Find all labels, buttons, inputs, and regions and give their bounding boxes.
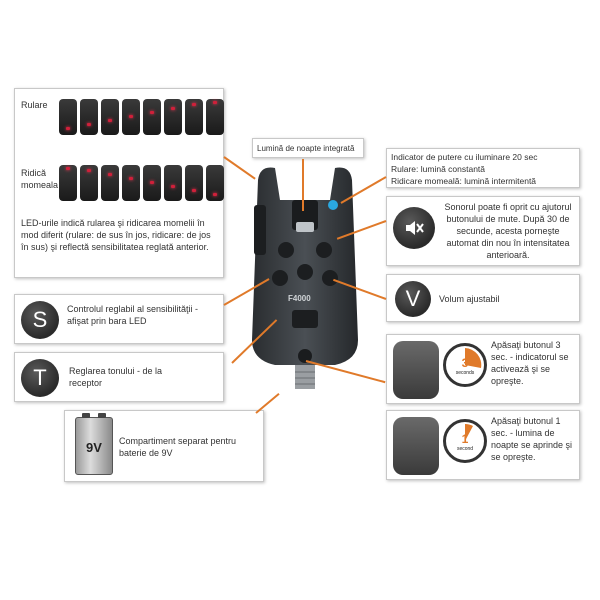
volume-info-box: V Volum ajustabil — [386, 274, 580, 322]
timer-3sec-icon: 3 seconds — [443, 343, 487, 387]
led-strip-rulare — [59, 99, 224, 135]
sensitivity-text: Controlul reglabil al sensibilităţii - a… — [67, 304, 199, 326]
volume-text: Volum ajustabil — [439, 294, 500, 304]
power-line-2: Rulare: lumină constantă — [391, 164, 486, 174]
sensitivity-info-box: S Controlul reglabil al sensibilităţii -… — [14, 294, 224, 344]
press-3sec-text: Apăsaţi butonul 3 sec. - indicatorul se … — [491, 340, 569, 386]
label-rulare: Rulare — [21, 100, 48, 110]
mute-text: Sonorul poate fi oprit cu ajutorul buton… — [444, 202, 572, 260]
power-indicator-box: Indicator de putere cu iluminare 20 sec … — [386, 148, 580, 188]
battery-label: 9V — [86, 440, 102, 455]
led-description: LED-urile indică rularea şi ridicarea mo… — [21, 218, 211, 252]
tone-info-box: T Reglarea tonului - de la receptor — [14, 352, 224, 402]
volume-v-icon: V — [395, 281, 431, 317]
press-3sec-box: 3 seconds Apăsaţi butonul 3 sec. - indic… — [386, 334, 580, 404]
device-model-label: F4000 — [288, 294, 311, 303]
label-ridicare: Ridică momeala — [21, 168, 59, 190]
power-line-1: Indicator de putere cu iluminare 20 sec — [391, 152, 538, 162]
hand-press-icon-2 — [393, 417, 439, 475]
press-1sec-text: Apăsaţi butonul 1 sec. - lumina de noapt… — [491, 416, 573, 462]
battery-info-box: 9V Compartiment separat pentru baterie d… — [64, 410, 264, 482]
led-info-box: Rulare Ridică momeala LED-urile indică r… — [14, 88, 224, 278]
battery-icon: 9V — [75, 413, 113, 475]
led-strip-ridicare — [59, 165, 224, 201]
power-line-3: Ridicare momeală: lumină intermitentă — [391, 176, 537, 186]
timer-1sec-icon: 1 second — [443, 419, 487, 463]
connector-night-light — [302, 159, 304, 211]
press-1sec-box: 1 second Apăsaţi butonul 1 sec. - lumina… — [386, 410, 580, 480]
tone-text: Reglarea tonului - de la receptor — [69, 366, 163, 388]
night-light-label: Lumină de noapte integrată — [257, 144, 355, 153]
hand-press-icon — [393, 341, 439, 399]
battery-text: Compartiment separat pentru baterie de 9… — [119, 436, 237, 458]
speaker-mute-icon — [393, 207, 435, 249]
tone-t-icon: T — [21, 359, 59, 397]
bite-alarm-device: F4000 — [240, 160, 370, 390]
night-light-box: Lumină de noapte integrată — [252, 138, 364, 158]
sensitivity-s-icon: S — [21, 301, 59, 339]
connector-battery — [255, 392, 280, 414]
mute-info-box: Sonorul poate fi oprit cu ajutorul buton… — [386, 196, 580, 266]
